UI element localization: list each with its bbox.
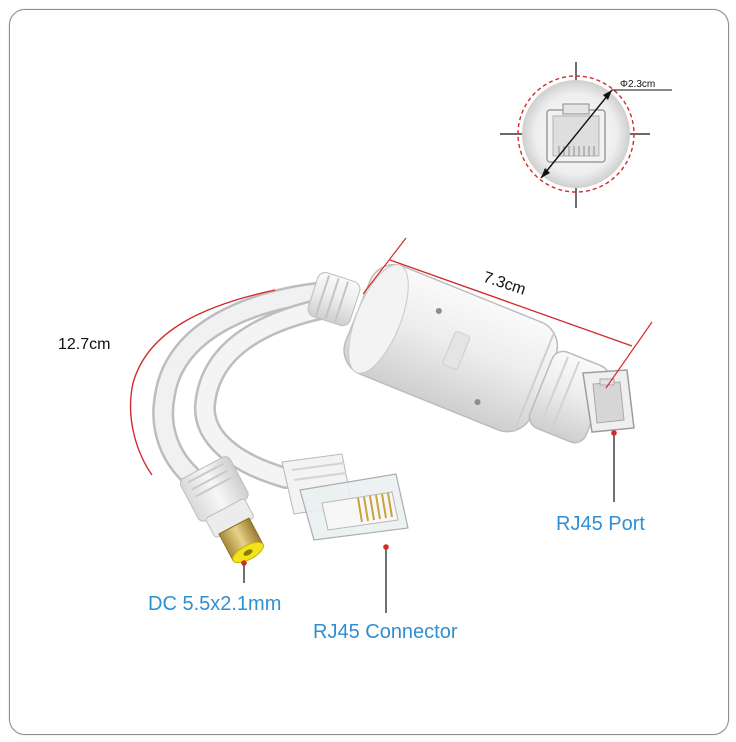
splitter-body bbox=[307, 264, 635, 444]
rj45-plug bbox=[281, 453, 409, 541]
port-end-view bbox=[500, 62, 672, 208]
rj45-connector-label: RJ45 Connector bbox=[313, 621, 458, 643]
diameter-label: Φ2.3cm bbox=[620, 79, 656, 90]
cables bbox=[152, 281, 336, 489]
cable-length-arc bbox=[129, 289, 276, 476]
diameter-circle bbox=[517, 75, 635, 193]
callout-leaders bbox=[241, 430, 617, 613]
dc-jack-label: DC 5.5x2.1mm bbox=[148, 593, 282, 615]
rj45-connector-marker bbox=[383, 544, 389, 550]
diameter-arrow bbox=[540, 89, 613, 179]
rj45-port-marker bbox=[611, 430, 617, 436]
rj45-port-face bbox=[582, 369, 635, 433]
body-length-dimension bbox=[362, 237, 653, 389]
rj45-port-label: RJ45 Port bbox=[556, 513, 645, 535]
dc-plug bbox=[179, 456, 264, 564]
cable-length-label: 12.7cm bbox=[58, 336, 111, 353]
dc-marker bbox=[241, 560, 247, 566]
